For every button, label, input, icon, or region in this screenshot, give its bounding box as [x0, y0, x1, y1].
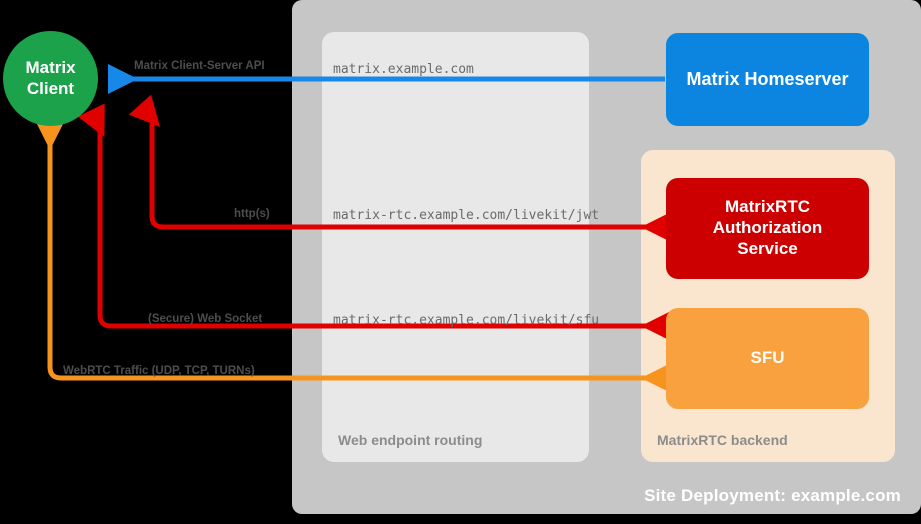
endpoint-label-livekit-jwt: matrix-rtc.example.com/livekit/jwt [333, 208, 600, 223]
edge-label-client-server-api: Matrix Client-Server API [134, 60, 265, 72]
edge-label-web-socket: (Secure) Web Socket [148, 313, 263, 325]
edge-webrtc [35, 119, 672, 393]
edge-arrowheads-right [641, 212, 672, 341]
auth-service-line1: MatrixRTC [724, 197, 810, 217]
node-sfu[interactable]: SFU [666, 308, 869, 409]
node-sfu-label: SFU [750, 348, 785, 368]
matrix-client-line2: Client [26, 78, 75, 98]
edge-jwt [128, 94, 663, 230]
endpoint-label-matrix-example-com: matrix.example.com [333, 62, 474, 77]
matrixrtc-backend-label: MatrixRTC backend [657, 432, 788, 448]
auth-service-line3: Service [737, 238, 798, 258]
edge-label-https: http(s) [234, 208, 270, 220]
auth-service-line2: Authorization [712, 218, 823, 238]
web-endpoint-routing-label: Web endpoint routing [338, 432, 483, 448]
node-matrix-homeserver[interactable]: Matrix Homeserver [666, 33, 869, 126]
edge-sfu-ws [77, 103, 663, 329]
web-endpoint-routing-container: Web endpoint routing [322, 32, 589, 462]
site-deployment-label: Site Deployment: example.com [644, 486, 901, 505]
matrix-client-line1: Matrix [25, 58, 76, 78]
node-matrix-homeserver-label: Matrix Homeserver [686, 68, 849, 89]
node-matrix-client[interactable]: Matrix Client [3, 31, 98, 126]
edge-label-webrtc-traffic: WebRTC Traffic (UDP, TCP, TURNs) [63, 365, 255, 377]
node-matrix-client-label: Matrix Client [25, 58, 75, 99]
node-matrixrtc-authorization-service[interactable]: MatrixRTC Authorization Service [666, 178, 869, 279]
node-matrixrtc-authorization-service-label: MatrixRTC Authorization Service [713, 197, 823, 259]
endpoint-label-livekit-sfu: matrix-rtc.example.com/livekit/sfu [333, 313, 600, 328]
